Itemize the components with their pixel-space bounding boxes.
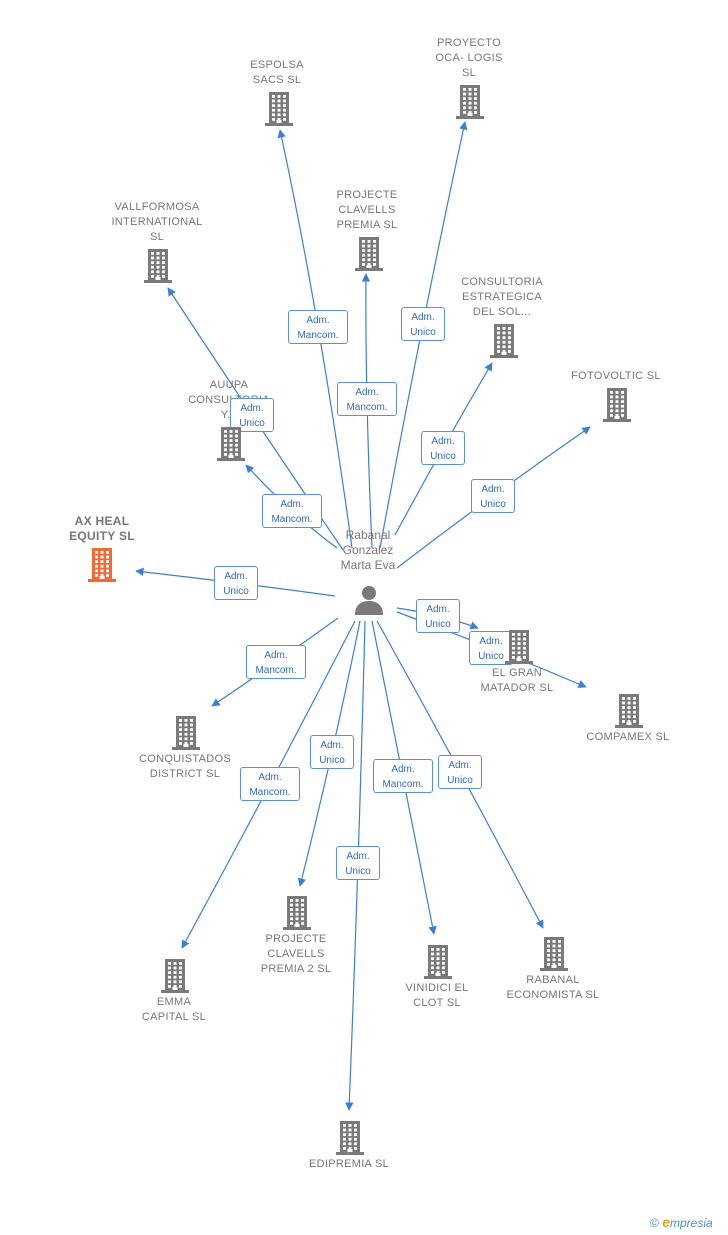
company-node-conquistados[interactable]: CONQUISTADOS DISTRICT SL — [120, 752, 250, 782]
footer-brand: © empresia — [650, 1214, 713, 1230]
company-label[interactable]: RABANAL ECONOMISTA SL — [506, 974, 600, 1001]
building-icon — [540, 937, 568, 971]
company-label[interactable]: AX HEAL EQUITY SL — [69, 514, 135, 543]
building-icon — [144, 249, 172, 283]
company-label[interactable]: EDIPREMIA SL — [308, 1158, 389, 1170]
role-badge[interactable]: Adm. Mancom. — [246, 645, 306, 679]
company-node-rabanal[interactable]: RABANAL ECONOMISTA SL — [488, 973, 618, 1003]
person-icon[interactable] — [353, 584, 385, 616]
role-badge[interactable]: Adm. Mancom. — [337, 382, 397, 416]
company-label[interactable]: PROJECTE CLAVELLS PREMIA 2 SL — [260, 933, 332, 975]
building-icon — [456, 85, 484, 119]
company-node-espolsa[interactable]: ESPOLSA SACS SL — [212, 58, 342, 88]
building-icon — [172, 716, 200, 750]
company-node-projecte[interactable]: PROJECTE CLAVELLS PREMIA SL — [302, 188, 432, 233]
company-label[interactable]: PROYECTO OCA- LOGIS SL — [435, 37, 503, 79]
company-label[interactable]: CONQUISTADOS DISTRICT SL — [138, 753, 231, 780]
building-icon — [217, 427, 245, 461]
company-node-proyecto[interactable]: PROYECTO OCA- LOGIS SL — [404, 36, 534, 81]
building-icon — [265, 92, 293, 126]
role-badge[interactable]: Adm. Unico — [438, 755, 482, 789]
building-icon — [603, 388, 631, 422]
building-icon — [615, 694, 643, 728]
copyright-icon: © — [650, 1216, 659, 1230]
company-node-projecte2[interactable]: PROJECTE CLAVELLS PREMIA 2 SL — [231, 932, 361, 977]
building-icon — [490, 324, 518, 358]
role-badge[interactable]: Adm. Unico — [214, 566, 258, 600]
company-node-edipremia[interactable]: EDIPREMIA SL — [284, 1157, 414, 1172]
company-node-emma[interactable]: EMMA CAPITAL SL — [109, 995, 239, 1025]
company-node-fotovoltic[interactable]: FOTOVOLTIC SL — [551, 369, 681, 384]
company-label[interactable]: PROJECTE CLAVELLS PREMIA SL — [336, 189, 398, 231]
empresia-logo: empresia — [662, 1214, 713, 1230]
center-person-name[interactable]: Rabanal Gonzalez Marta Eva — [340, 528, 396, 572]
building-icon — [336, 1121, 364, 1155]
role-badge[interactable]: Adm. Unico — [310, 735, 354, 769]
role-badge[interactable]: Adm. Unico — [471, 479, 515, 513]
role-badge[interactable]: Adm. Unico — [230, 398, 274, 432]
role-badge[interactable]: Adm. Unico — [421, 431, 465, 465]
company-label[interactable]: CONSULTORIA ESTRATEGICA DEL SOL... — [461, 276, 543, 318]
role-badge[interactable]: Adm. Unico — [336, 846, 380, 880]
company-label[interactable]: EL GRAN MATADOR SL — [480, 667, 554, 694]
company-label[interactable]: COMPAMEX SL — [586, 731, 670, 743]
building-icon — [424, 945, 452, 979]
building-icon — [355, 237, 383, 271]
company-node-axheal[interactable]: AX HEAL EQUITY SL — [37, 514, 167, 544]
company-label[interactable]: EMMA CAPITAL SL — [141, 996, 207, 1023]
company-node-elgran[interactable]: EL GRAN MATADOR SL — [452, 666, 582, 696]
company-label[interactable]: AUUPA CONSULTORIA Y... — [188, 379, 270, 421]
company-node-compamex[interactable]: COMPAMEX SL — [563, 730, 693, 745]
role-badge[interactable]: Adm. Mancom. — [240, 767, 300, 801]
building-icon — [505, 630, 533, 664]
company-node-auupa[interactable]: AUUPA CONSULTORIA Y... — [164, 378, 294, 423]
role-badge[interactable]: Adm. Mancom. — [262, 494, 322, 528]
building-icon — [283, 896, 311, 930]
role-badge[interactable]: Adm. Unico — [401, 307, 445, 341]
company-label[interactable]: VINIDICI EL CLOT SL — [405, 982, 469, 1009]
company-label[interactable]: VALLFORMOSA INTERNATIONAL SL — [111, 201, 203, 243]
company-label[interactable]: FOTOVOLTIC SL — [571, 370, 661, 382]
building-icon — [88, 548, 116, 582]
role-badge[interactable]: Adm. Mancom. — [288, 310, 348, 344]
company-node-vallformosa[interactable]: VALLFORMOSA INTERNATIONAL SL — [92, 200, 222, 245]
company-node-consultoria[interactable]: CONSULTORIA ESTRATEGICA DEL SOL... — [437, 275, 567, 320]
company-label[interactable]: ESPOLSA SACS SL — [250, 59, 304, 86]
role-badge[interactable]: Adm. Mancom. — [373, 759, 433, 793]
role-badge[interactable]: Adm. Unico — [416, 599, 460, 633]
building-icon — [161, 959, 189, 993]
company-node-vinidici[interactable]: VINIDICI EL CLOT SL — [372, 981, 502, 1011]
